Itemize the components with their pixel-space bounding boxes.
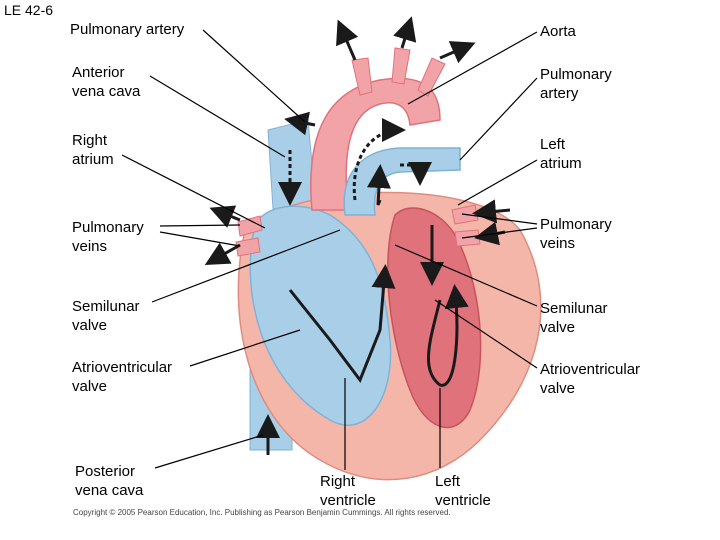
label-left-atrium: Left atrium [540, 136, 582, 172]
aorta-branches [351, 47, 446, 97]
label-pulmonary-artery-top: Pulmonary artery [70, 21, 185, 38]
label-right-atrium: Right atrium [72, 132, 114, 168]
label-semilunar-valve-right: Semilunar valve [540, 300, 608, 336]
right-heart-chambers [249, 205, 392, 426]
label-aorta: Aorta [540, 23, 576, 40]
label-pulmonary-veins-left: Pulmonary veins [72, 219, 144, 255]
copyright-notice: Copyright © 2005 Pearson Education, Inc.… [73, 508, 451, 517]
pulmonary-veins-left-vessels [235, 215, 263, 257]
label-anterior-vena-cava: Anterior vena cava [72, 64, 141, 100]
figure-id: LE 42-6 [4, 2, 54, 18]
label-pulmonary-artery-right: Pulmonary artery [540, 66, 612, 102]
aorta-vessel [310, 77, 441, 211]
label-left-ventricle: Left ventricle [435, 473, 491, 509]
label-av-valve-left: Atrioventricular valve [72, 359, 173, 395]
label-pulmonary-veins-right: Pulmonary veins [540, 216, 612, 252]
label-av-valve-right: Atrioventricular valve [540, 361, 641, 397]
label-semilunar-valve-left: Semilunar valve [72, 298, 140, 334]
blood-flow-arrows [204, 16, 511, 455]
leader-lines [121, 29, 538, 470]
label-right-ventricle: Right ventricle [320, 473, 376, 509]
label-posterior-vena-cava: Posterior vena cava [75, 463, 144, 499]
